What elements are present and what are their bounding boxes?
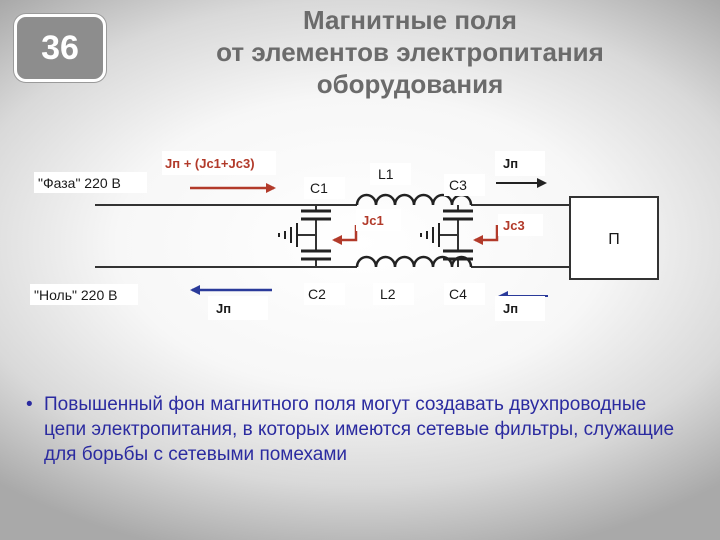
ground-symbols (278, 223, 440, 247)
slide-title: Магнитные поля от элементов электропитан… (150, 4, 670, 100)
title-line-2: от элементов электропитания (216, 37, 604, 67)
current-label-out-bottom: Jп (503, 301, 518, 316)
load-label: П (608, 231, 620, 248)
current-label-out-top: Jп (503, 156, 518, 171)
capacitor-c1-label: C1 (310, 180, 328, 196)
circuit-wires (95, 204, 570, 268)
inductor-l1 (355, 193, 473, 206)
inductor-l2 (355, 255, 473, 268)
slide-number-badge: 36 (14, 14, 106, 82)
capacitor-c3-label: C3 (449, 177, 467, 193)
capacitor-plates (301, 209, 473, 261)
bullet-icon: • (26, 394, 33, 415)
phase-label: "Фаза" 220 В (38, 175, 121, 191)
inductors (355, 193, 473, 268)
slide-number: 36 (41, 28, 79, 67)
current-label-bottom: Jп (216, 301, 231, 316)
capacitor-c4-label: C4 (449, 286, 467, 302)
current-arrow-jc1 (332, 225, 358, 245)
current-label-top: Jп + (Jс1+Jс3) (165, 156, 255, 171)
title-line-3: оборудования (316, 69, 504, 99)
current-label-jc3: Jс3 (503, 218, 525, 233)
load-box (569, 196, 659, 280)
title-line-1: Магнитные поля (303, 5, 517, 35)
inductor-l1-label: L1 (378, 166, 394, 182)
capacitor-c2-label: C2 (308, 286, 326, 302)
bullet-text: Повышенный фон магнитного поля могут соз… (44, 394, 675, 465)
current-label-jc1: Jс1 (362, 213, 384, 228)
neutral-label: "Ноль" 220 В (34, 287, 117, 303)
inductor-l2-label: L2 (380, 286, 396, 302)
current-arrow-jc3 (473, 225, 499, 245)
